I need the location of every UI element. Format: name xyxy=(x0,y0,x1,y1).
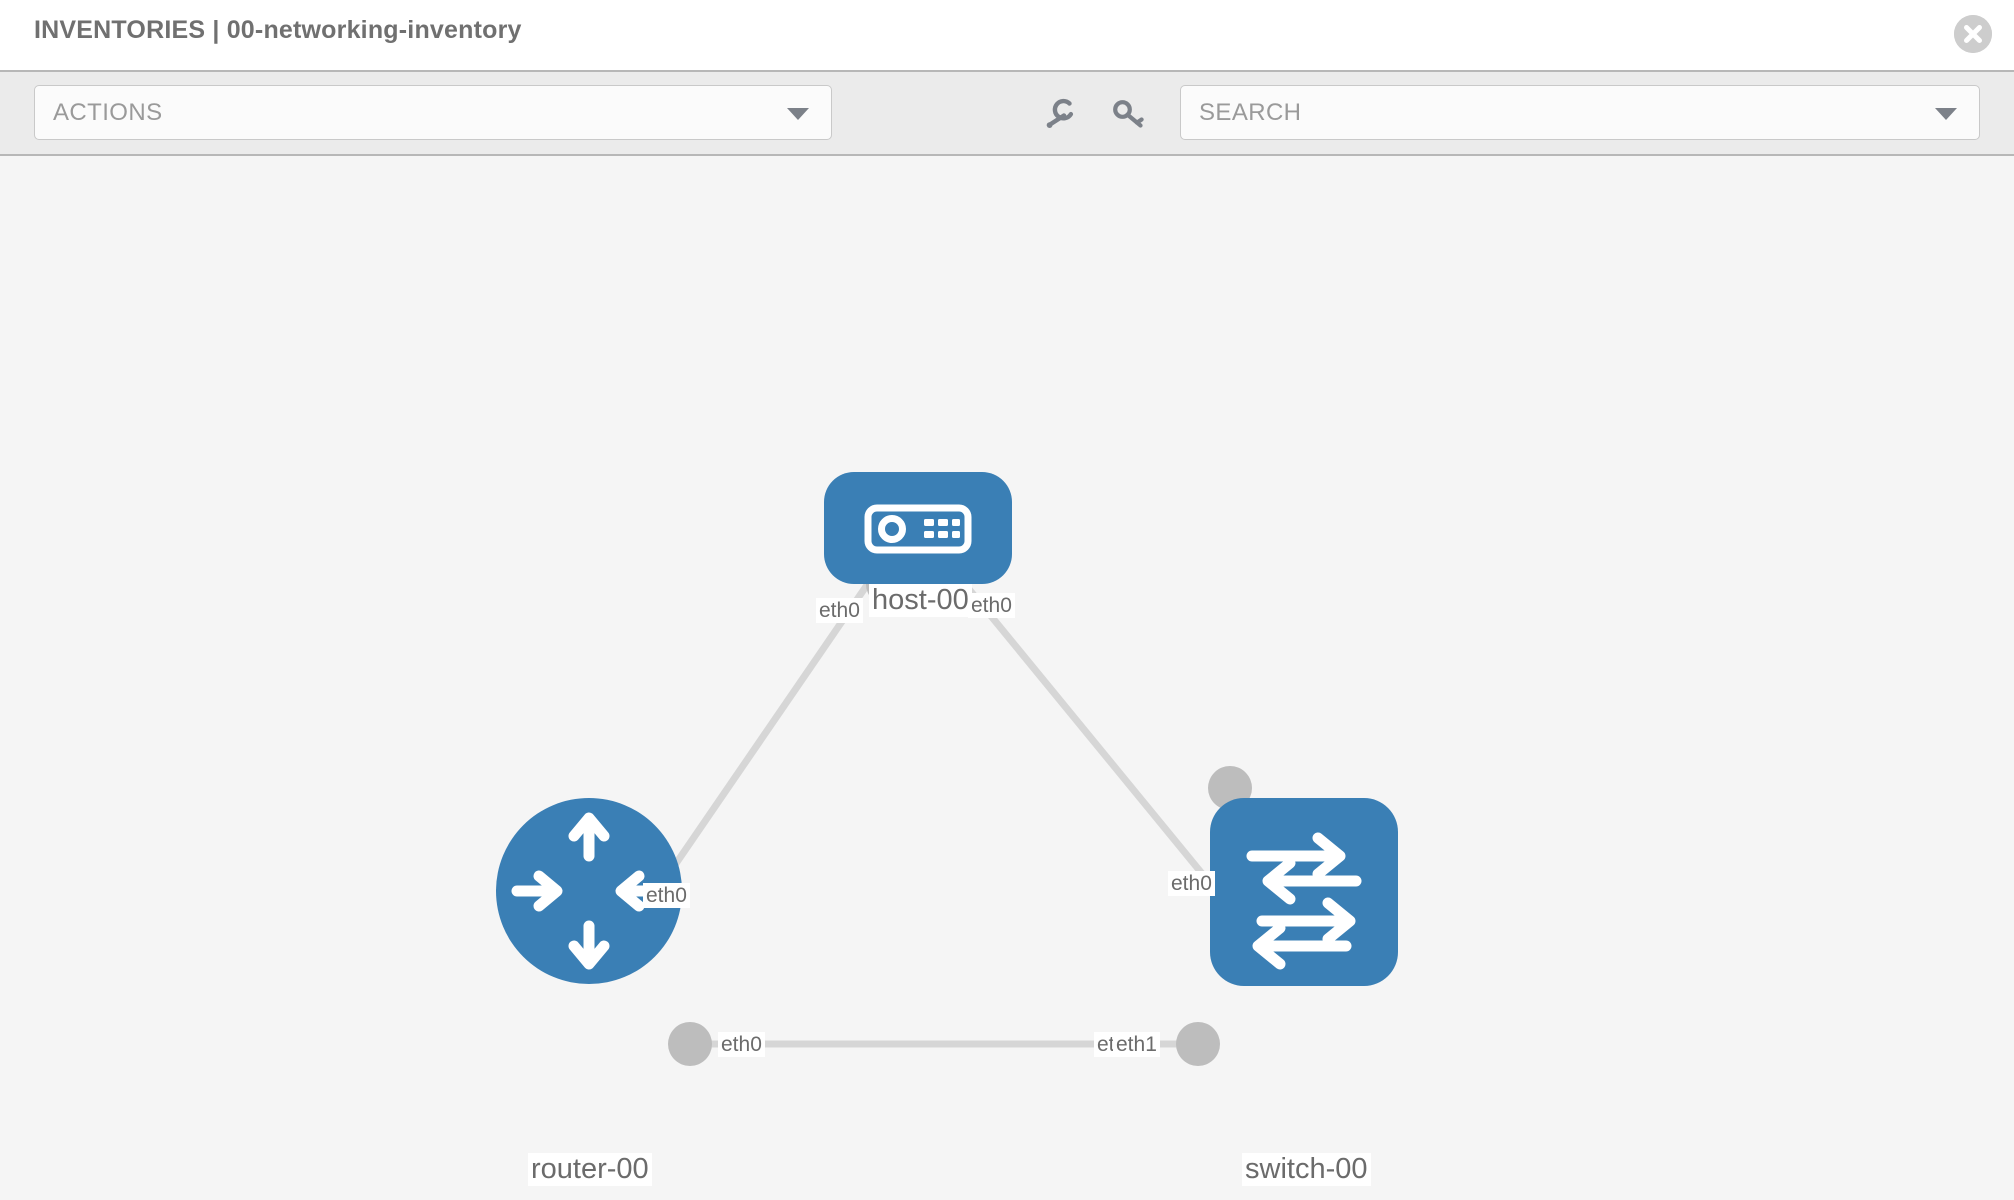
page-header: INVENTORIES | 00-networking-inventory xyxy=(0,0,2014,70)
node-switch-00 xyxy=(1210,798,1398,986)
topology-graph xyxy=(496,472,1398,1066)
topology-ports xyxy=(668,562,1252,1066)
node-label-switch: switch-00 xyxy=(1242,1153,1371,1186)
node-label-host: host-00 xyxy=(869,584,972,617)
key-icon[interactable] xyxy=(1108,94,1148,134)
toolbar: ACTIONS SEARCH xyxy=(0,70,2014,156)
topology-canvas[interactable]: eth0 eth0 eth0 eth0 eth0 eth0 eth1 host-… xyxy=(0,156,2014,1200)
link-host-router xyxy=(637,564,883,918)
port-label: eth1 xyxy=(1113,1032,1160,1057)
actions-dropdown[interactable]: ACTIONS xyxy=(34,85,832,140)
port-label: eth0 xyxy=(968,593,1015,618)
search-input[interactable]: SEARCH xyxy=(1180,85,1980,140)
port-label: eth0 xyxy=(718,1032,765,1057)
port-router-right xyxy=(668,1022,712,1066)
search-placeholder: SEARCH xyxy=(1199,99,1302,126)
wrench-icon[interactable] xyxy=(1040,94,1080,134)
node-router-00 xyxy=(496,798,682,984)
port-label: eth0 xyxy=(1168,871,1215,896)
link-host-switch xyxy=(947,563,1248,929)
chevron-down-icon xyxy=(787,108,809,120)
port-label: eth0 xyxy=(643,883,690,908)
port-switch-left xyxy=(1176,1022,1220,1066)
actions-dropdown-label: ACTIONS xyxy=(53,99,163,126)
page-title: INVENTORIES | 00-networking-inventory xyxy=(34,16,522,44)
chevron-down-icon[interactable] xyxy=(1935,108,1957,120)
node-label-router: router-00 xyxy=(528,1153,652,1186)
close-icon[interactable] xyxy=(1954,15,1992,53)
topology-links xyxy=(637,563,1248,1048)
node-host-00 xyxy=(824,472,1012,584)
port-label: eth0 xyxy=(816,598,863,623)
